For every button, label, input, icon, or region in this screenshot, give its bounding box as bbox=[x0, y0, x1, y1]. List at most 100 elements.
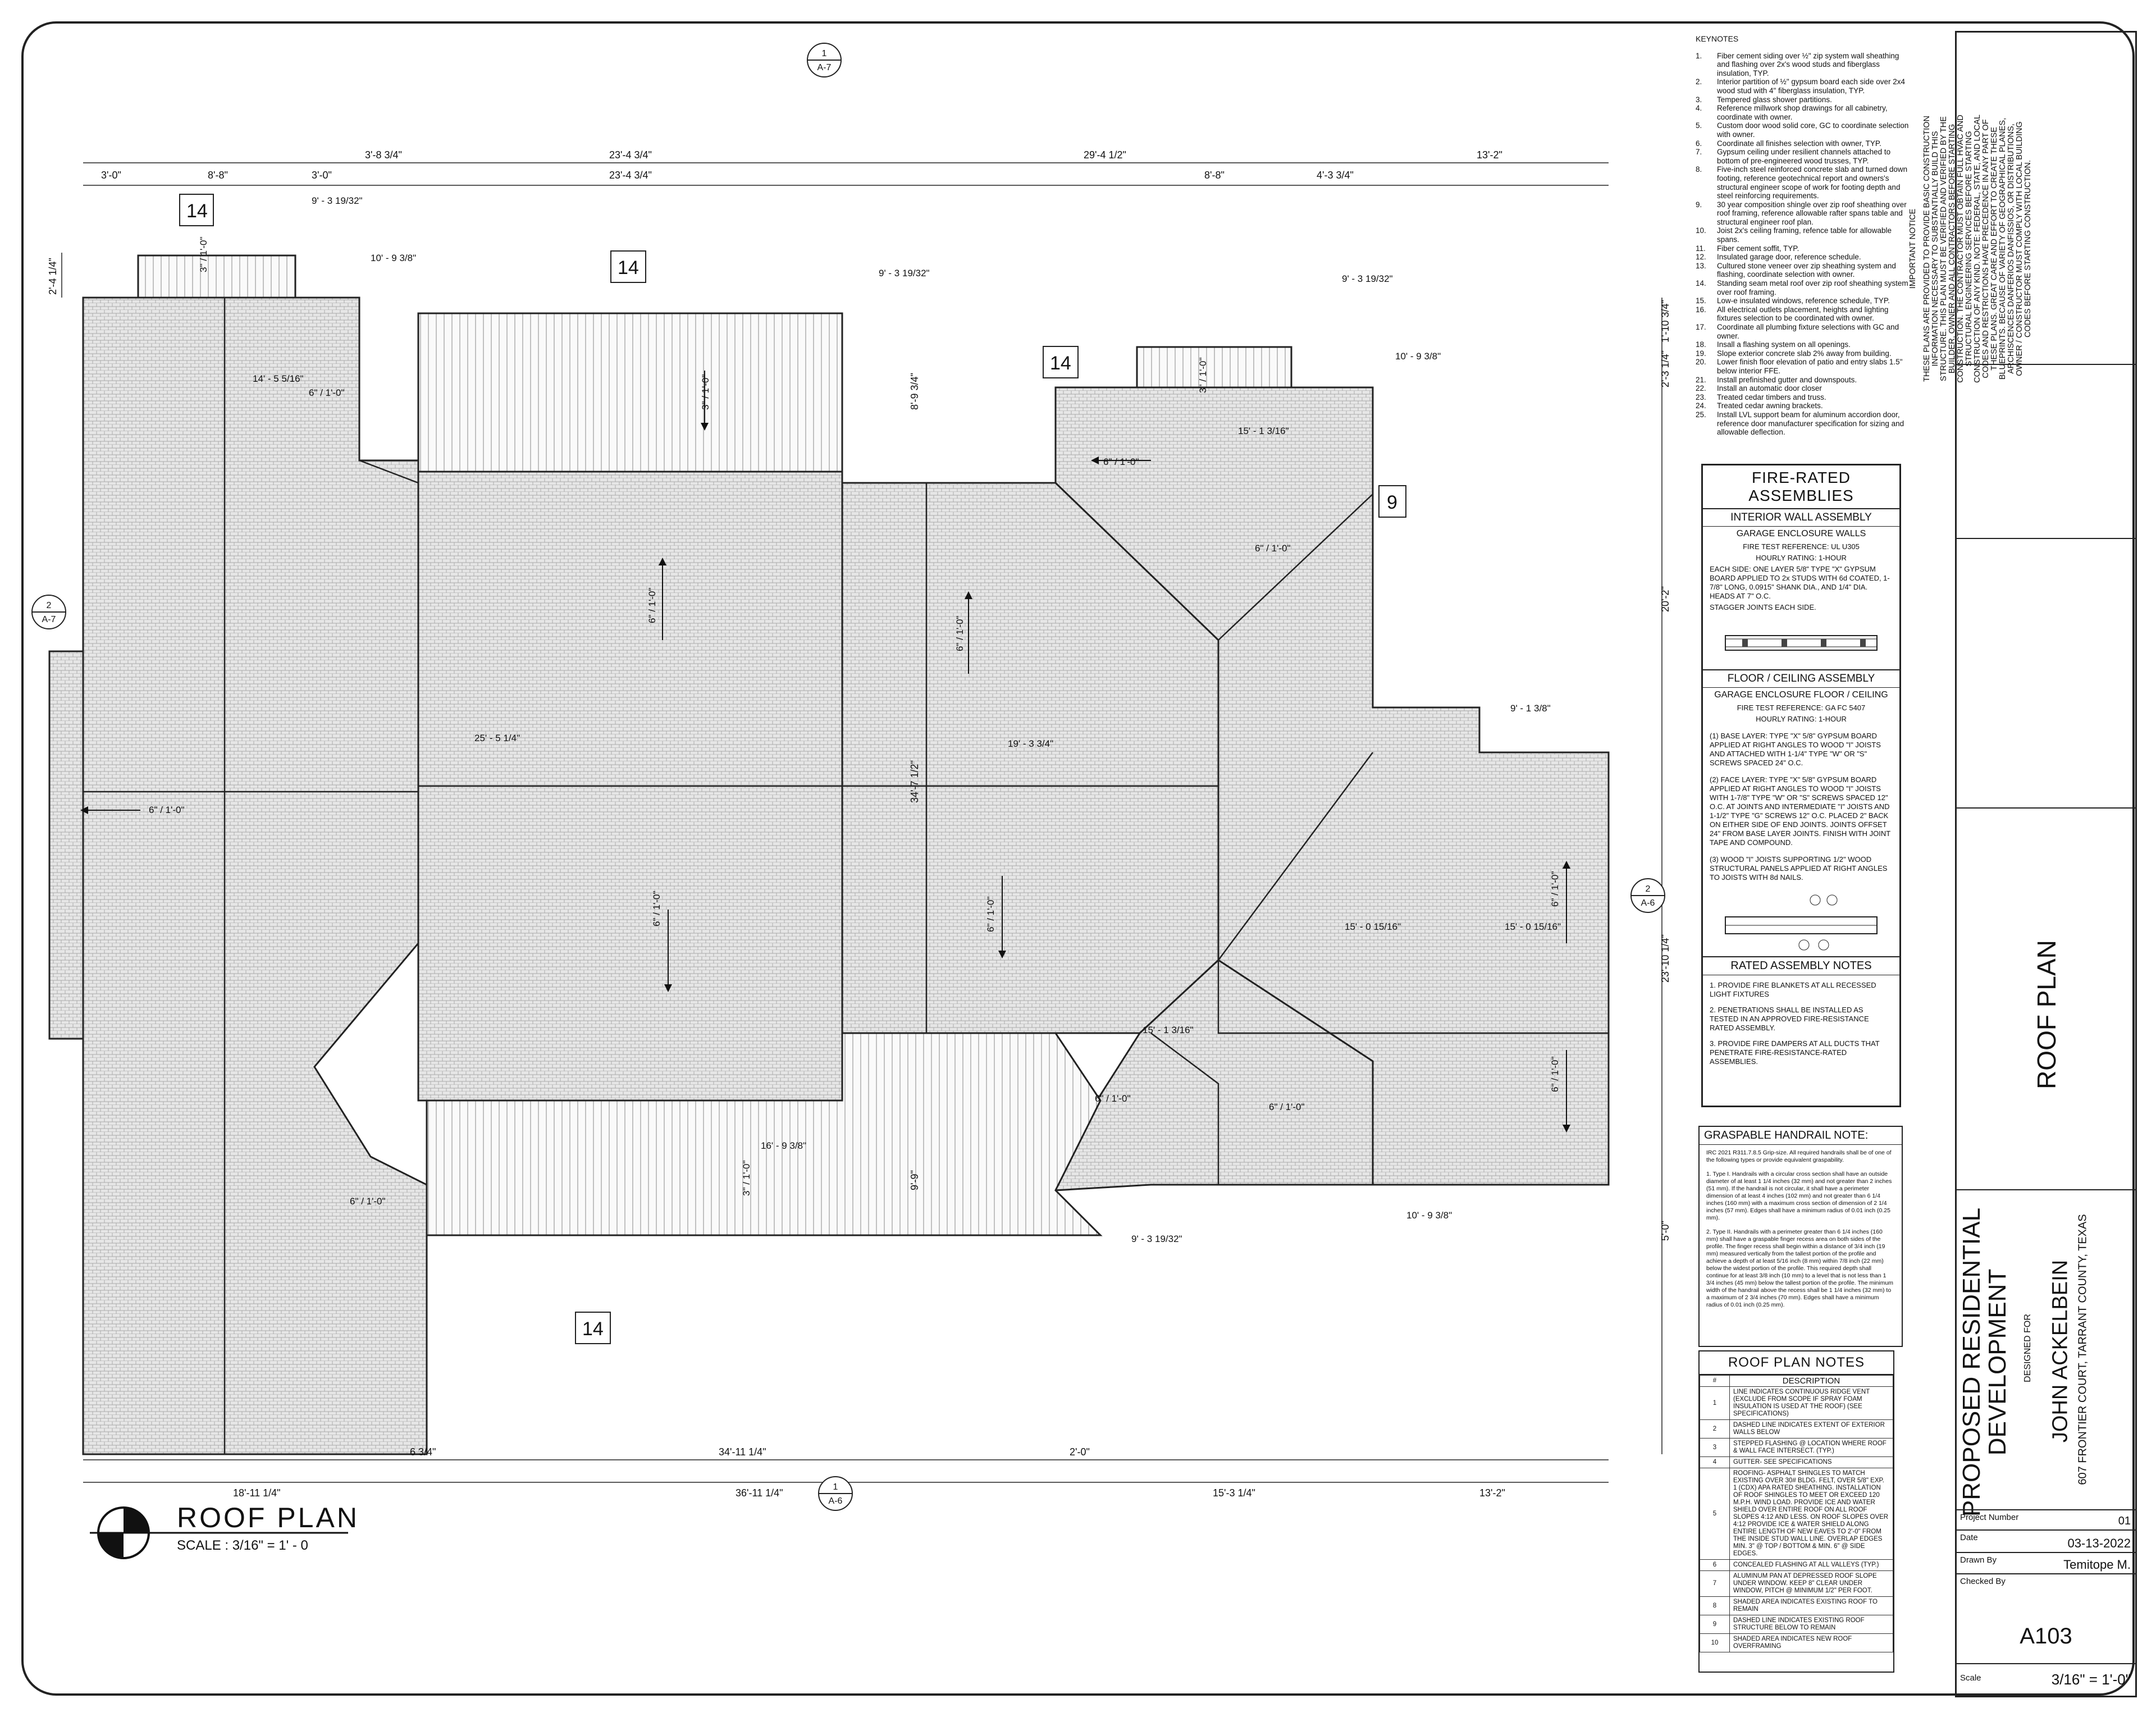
scale-row: Scale 3/16" = 1'-0" bbox=[1957, 1663, 2135, 1696]
fire-rated-panel: FIRE-RATED ASSEMBLIES INTERIOR WALL ASSE… bbox=[1701, 464, 1901, 1107]
roof-note-number: 4 bbox=[1700, 1456, 1730, 1468]
floor-assembly-rating: HOURLY RATING: 1-HOUR bbox=[1756, 715, 1847, 723]
section-marker-bottom: 1 A-6 bbox=[818, 1476, 853, 1511]
label-i: 19' - 3 3/4" bbox=[1008, 738, 1053, 749]
keynote-number: 10. bbox=[1696, 226, 1706, 235]
slope-13: 6" / 1'-0" bbox=[1550, 1056, 1560, 1092]
keynote-text: Joist 2x's ceiling framing, refence tabl… bbox=[1717, 226, 1892, 244]
roof-note-description: LINE INDICATES CONTINUOUS RIDGE VENT (EX… bbox=[1729, 1386, 1893, 1420]
date-label: Date bbox=[1960, 1533, 1978, 1542]
floor-assembly-title: FLOOR / CEILING ASSEMBLY bbox=[1703, 669, 1899, 688]
slope-5: 6" / 1'-0" bbox=[1095, 1093, 1131, 1104]
keynote-item: 6.Coordinate all finishes selection with… bbox=[1696, 139, 1909, 148]
dim-vert-6: 20'-2" bbox=[1660, 586, 1671, 612]
slope-15: 3" / 1'-0" bbox=[700, 374, 711, 410]
checked-by-label: Checked By bbox=[1960, 1577, 2006, 1586]
keynote-text: Cultured stone veneer over zip sheathing… bbox=[1717, 261, 1896, 279]
keynote-item: 13.Cultured stone veneer over zip sheath… bbox=[1696, 262, 1909, 279]
plan-labels: 9' - 3 19/32" 10' - 9 3/8" 9' - 3 19/32"… bbox=[149, 195, 1561, 1244]
keynote-item: 12.Insulated garage door, reference sche… bbox=[1696, 253, 1909, 262]
roof-note-number: 1 bbox=[1700, 1386, 1730, 1420]
keynote-text: Five-inch steel reinforced concrete slab… bbox=[1717, 165, 1908, 200]
drawn-by-row: Drawn By Temitope M. bbox=[1957, 1552, 2135, 1574]
keynote-item: 17.Coordinate all plumbing fixture selec… bbox=[1696, 323, 1909, 340]
keynote-item: 10. Joist 2x's ceiling framing, refence t… bbox=[1696, 226, 1909, 244]
label-h: 25' - 5 1/4" bbox=[474, 733, 520, 743]
section-marker-left: 2 A-7 bbox=[31, 595, 66, 629]
roof-notes-title: ROOF PLAN NOTES bbox=[1700, 1351, 1893, 1375]
keynote-item: 14.Standing seam metal roof over zip roo… bbox=[1696, 279, 1909, 296]
keynote-item: 20.Lower finish floor elevation of patio… bbox=[1696, 358, 1909, 375]
keynote-item: 22.Install an automatic door closer bbox=[1696, 384, 1909, 393]
notice-title: IMPORTANT NOTICE bbox=[1908, 208, 1917, 289]
keynote-text: Gypsum ceiling under resilient channels … bbox=[1717, 148, 1891, 165]
project-number: 01 bbox=[2118, 1515, 2131, 1527]
dim-vert-7: 23'-10 1/4" bbox=[1660, 934, 1671, 983]
slope-2: 6" / 1'-0" bbox=[1103, 456, 1139, 467]
project-number-row: Project Number 01 bbox=[1957, 1509, 2135, 1531]
slope-10: 6" / 1'-0" bbox=[651, 891, 662, 926]
dim-bottom-r2-4: 13'-2" bbox=[1479, 1487, 1505, 1499]
metal-roof-small-right bbox=[1136, 346, 1292, 389]
keynote-item: 21.Install prefinished gutter and downsp… bbox=[1696, 376, 1909, 385]
keynote-number: 1. bbox=[1696, 51, 1702, 60]
slope-3: 6" / 1'-0" bbox=[1255, 543, 1291, 554]
svg-text:A-6: A-6 bbox=[829, 1496, 843, 1506]
sheet-number: A103 bbox=[2020, 1624, 2072, 1648]
wall-assembly-rating: HOURLY RATING: 1-HOUR bbox=[1756, 554, 1847, 562]
dim-bottom-1: 6 3/4" bbox=[410, 1446, 436, 1458]
keynote-number: 9. bbox=[1696, 200, 1702, 209]
dim-top-4: 13'-2" bbox=[1477, 149, 1502, 161]
keynote-item: 19.Slope exterior concrete slab 2% away … bbox=[1696, 349, 1909, 358]
dim-vert-3: 9'-9" bbox=[909, 1170, 920, 1190]
notice-line: BUILDER, OWNER AND ALL CONTRACTORS BEFOR… bbox=[1948, 124, 1957, 374]
dim-left-1: 2'-4 1/4" bbox=[47, 258, 58, 295]
slope-9: 6" / 1'-0" bbox=[954, 615, 965, 651]
dim-top-r2-4: 23'-4 3/4" bbox=[609, 170, 652, 181]
roof-left-wing bbox=[82, 296, 428, 1455]
metal-roof-small-left bbox=[137, 254, 296, 299]
drawing-scale-text: SCALE : 3/16" = 1' - 0 bbox=[177, 1538, 308, 1553]
keynote-number: 6. bbox=[1696, 139, 1702, 148]
keynotes-panel: KEYNOTES 1.Fiber cement siding over ½" z… bbox=[1696, 34, 1909, 437]
dim-bottom-2: 34'-11 1/4" bbox=[719, 1446, 766, 1458]
roof-plan-drawing bbox=[48, 254, 1610, 1455]
designed-for: DESIGNED FOR bbox=[2023, 1314, 2032, 1382]
slope-4: 6" / 1'-0" bbox=[149, 805, 185, 815]
label-b: 10' - 9 3/8" bbox=[371, 253, 416, 263]
svg-text:A-7: A-7 bbox=[817, 63, 832, 72]
keynote-number: 11. bbox=[1696, 244, 1706, 253]
drawn-by-label: Drawn By bbox=[1960, 1555, 1997, 1565]
keynote-number: 2. bbox=[1696, 77, 1702, 86]
scale-label: Scale bbox=[1960, 1673, 1981, 1683]
keynote-item: 9.30 year composition shingle over zip r… bbox=[1696, 200, 1909, 227]
roof-note-number: 8 bbox=[1700, 1596, 1730, 1615]
slope-16: 3" / 1'-0" bbox=[1198, 357, 1208, 393]
keynote-number: 15. bbox=[1696, 296, 1706, 305]
keynote-number: 18. bbox=[1696, 340, 1706, 349]
dim-top-3: 29'-4 1/2" bbox=[1084, 149, 1126, 161]
drawing-title-text: ROOF PLAN bbox=[177, 1502, 359, 1533]
keynote-item: 24.Treated cedar awning brackets. bbox=[1696, 401, 1909, 410]
metal-roof-top bbox=[417, 312, 843, 473]
keynote-text: Coordinate all plumbing fixture selectio… bbox=[1717, 323, 1899, 340]
tag-14-a: 14 bbox=[186, 200, 208, 222]
keynote-number: 23. bbox=[1696, 392, 1706, 401]
keynote-item: 18.Insall a flashing system on all openi… bbox=[1696, 340, 1909, 349]
metal-roof-bottom bbox=[426, 1032, 1103, 1236]
roof-note-description: DASHED LINE INDICATES EXISTING ROOF STRU… bbox=[1729, 1615, 1893, 1634]
date-value: 03-13-2022 bbox=[2067, 1536, 2131, 1550]
keynote-item: 1.Fiber cement siding over ½" zip system… bbox=[1696, 52, 1909, 78]
project-title: PROPOSED RESIDENTIAL DEVELOPMENT bbox=[1958, 1199, 2011, 1525]
keynote-tags: 14 14 14 14 9 bbox=[179, 194, 1406, 1344]
slope-17: 3" / 1'-0" bbox=[741, 1160, 752, 1196]
scale-value: 3/16" = 1'-0" bbox=[2051, 1671, 2131, 1688]
